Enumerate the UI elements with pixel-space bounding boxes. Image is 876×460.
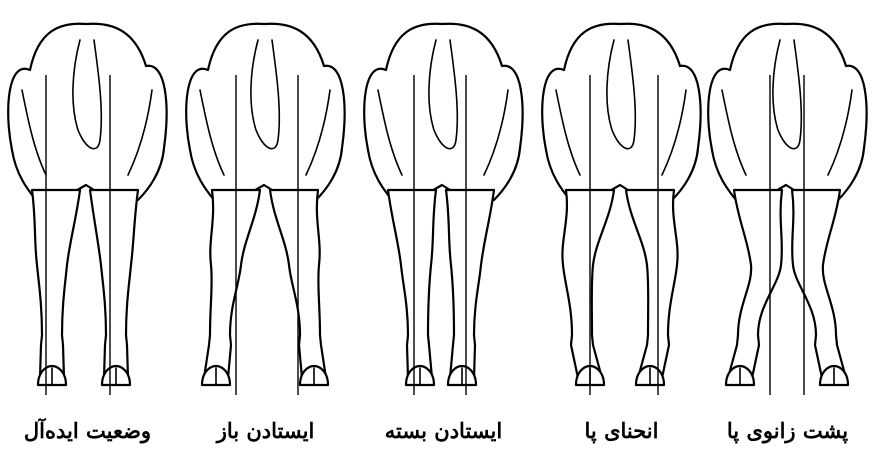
rump-outline-bowed-legs [542, 24, 700, 200]
rump-outline-cow-hocked [708, 24, 866, 200]
caption-narrow-stance: ایستادن بسته [356, 418, 531, 443]
leg-left-ideal [32, 190, 80, 378]
panel-cow-hocked: پشت زانوی پا [700, 0, 875, 460]
rump-outline-ideal [8, 24, 166, 200]
caption-bowed-legs: انحنای پا [534, 418, 709, 443]
cow-rear-view-ideal [0, 0, 175, 400]
cow-rear-view-narrow-stance [356, 0, 531, 400]
cow-rear-view-cow-hocked [700, 0, 875, 400]
leg-right-cow-hocked [792, 190, 846, 378]
leg-left-narrow-stance [388, 190, 436, 378]
cow-rear-view-bowed-legs [534, 0, 709, 400]
leg-left-bowed-legs [562, 190, 614, 378]
leg-right-bowed-legs [626, 190, 678, 378]
rump-outline-wide-stance [186, 24, 344, 200]
panel-wide-stance: ایستادن باز [178, 0, 353, 460]
leg-right-narrow-stance [446, 190, 494, 378]
caption-ideal: وضعیت ایده‌آل [0, 418, 175, 443]
cow-rear-view-wide-stance [178, 0, 353, 400]
rump-outline-narrow-stance [364, 24, 522, 200]
leg-right-ideal [90, 190, 138, 378]
leg-left-cow-hocked [728, 190, 782, 378]
caption-wide-stance: ایستادن باز [178, 418, 353, 443]
caption-cow-hocked: پشت زانوی پا [700, 418, 875, 443]
leg-left-wide-stance [204, 190, 260, 378]
panel-bowed-legs: انحنای پا [534, 0, 709, 460]
panel-ideal: وضعیت ایده‌آل [0, 0, 175, 460]
panel-narrow-stance: ایستادن بسته [356, 0, 531, 460]
